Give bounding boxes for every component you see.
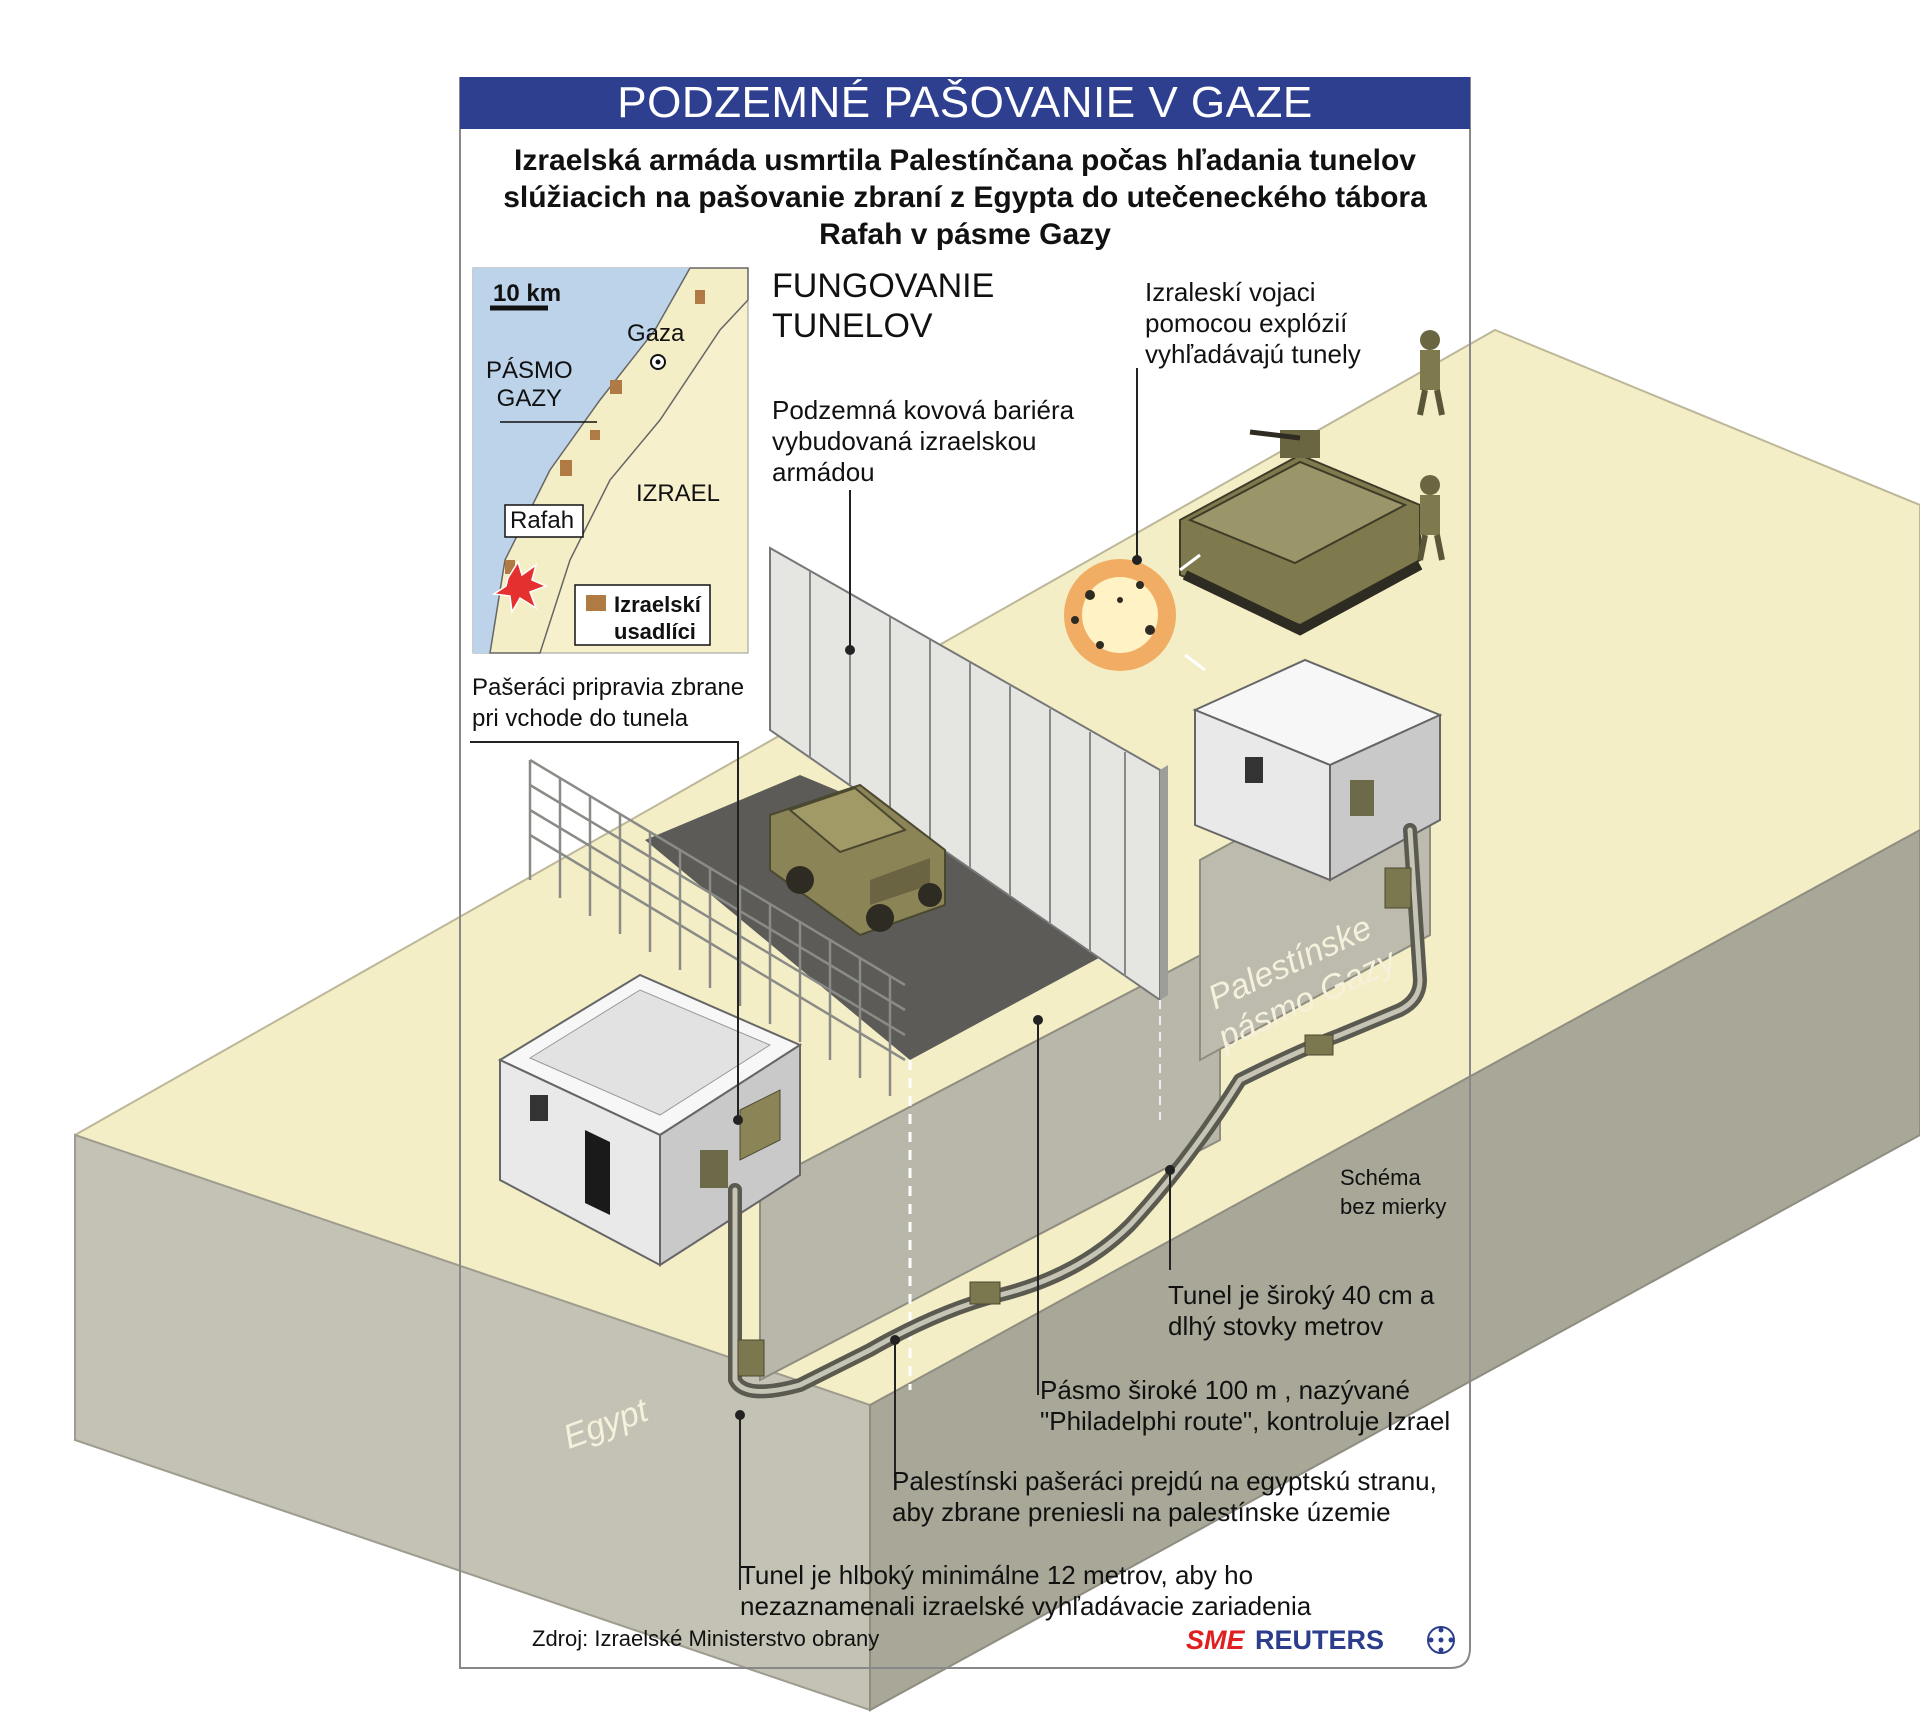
- gaza-building: [1192, 658, 1443, 882]
- page-title: PODZEMNÉ PAŠOVANIE V GAZE: [460, 77, 1470, 129]
- soldier-1: [1417, 330, 1445, 416]
- armored-vehicle: [1179, 429, 1423, 636]
- label-smugglers-prepare: Pašeráci pripravia zbrane pri vchode do …: [472, 674, 745, 732]
- lead-text: Izraelská armáda usmrtila Palestínčana p…: [503, 144, 1427, 251]
- tunnel: [728, 823, 1427, 1399]
- label-crossing: Palestínski pašeráci prejdú na egyptskú …: [892, 1466, 1437, 1527]
- map-legend-label: Izraelskí usadlíci: [614, 592, 701, 644]
- egypt-building: [497, 973, 803, 1267]
- map-gaza-city-label: Gaza: [627, 320, 685, 347]
- label-scale-note: Schéma bez mierky: [1340, 1165, 1447, 1219]
- map-israel-label: IZRAEL: [636, 480, 721, 507]
- label-tunnel-width: Tunel je široký 40 cm a dlhý stovky metr…: [1168, 1280, 1435, 1341]
- explosion-icon: [1039, 515, 1206, 672]
- reuters-logo: REUTERS: [1255, 1625, 1385, 1655]
- panel-frame: [459, 77, 1471, 1669]
- settlers-legend-swatch: [586, 595, 606, 611]
- rafah-blast-icon: [491, 560, 549, 615]
- ground-side-face: [869, 828, 1920, 1712]
- military-jeep: [769, 783, 946, 937]
- label-philadelphi: Pásmo široké 100 m , nazývané "Philadelp…: [1040, 1375, 1451, 1436]
- sme-logo: SME: [1186, 1625, 1245, 1655]
- map-rafah-label: Rafah: [510, 507, 575, 534]
- source-credit: Zdroj: Izraelské Ministerstvo obrany: [532, 1626, 880, 1651]
- leader-lines: [470, 368, 1171, 1590]
- reuters-logo-icon: [1427, 1626, 1455, 1654]
- label-soldiers: Izraleskí vojaci pomocou explózií vyhľad…: [1145, 277, 1361, 369]
- soldier-2: [1417, 475, 1445, 561]
- map-scale-label: 10 km: [493, 280, 562, 307]
- leader-dots: [733, 555, 1175, 1420]
- map-strip-label: PÁSMO GAZY: [486, 357, 573, 412]
- section-heading: FUNGOVANIE TUNELOV: [772, 267, 995, 345]
- inset-map: [472, 267, 749, 654]
- label-depth: Tunel je hlboký minimálne 12 metrov, aby…: [740, 1560, 1312, 1621]
- label-barrier: Podzemná kovová bariéra vybudovaná izrae…: [772, 395, 1075, 487]
- egypt-cut-face: [759, 943, 1221, 1382]
- grille-fence: [528, 758, 906, 1096]
